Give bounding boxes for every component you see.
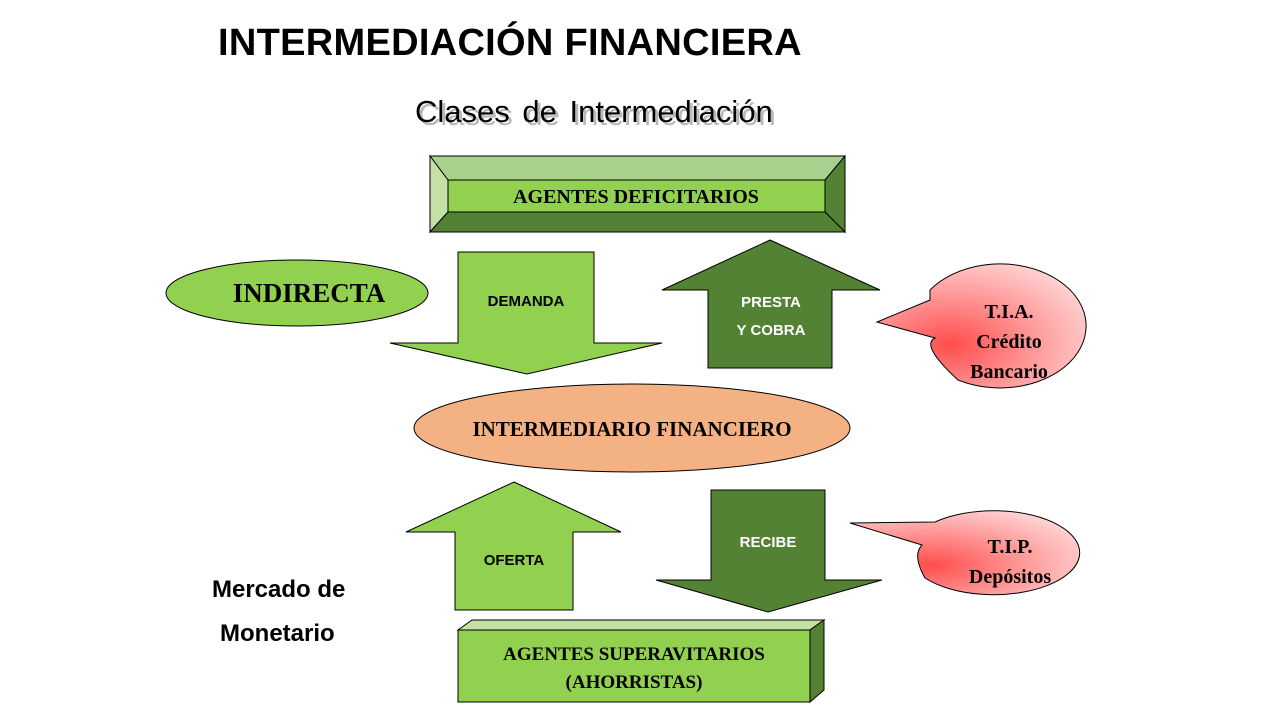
demanda-arrow: DEMANDA bbox=[389, 251, 663, 375]
presta-label: PRESTA bbox=[741, 294, 801, 311]
tia-callout: T.I.A. Crédito Bancario bbox=[875, 263, 1087, 389]
page-title: INTERMEDIACIÓN FINANCIERA bbox=[218, 22, 802, 64]
tip-label: T.I.P. bbox=[987, 536, 1032, 558]
agentes-deficitarios-box: AGENTES DEFICITARIOS bbox=[428, 154, 847, 234]
tip-callout: T.I.P. Depósitos bbox=[849, 510, 1081, 596]
depositos-label: Depósitos bbox=[969, 566, 1051, 588]
tia-label: T.I.A. bbox=[984, 301, 1033, 323]
demanda-label: DEMANDA bbox=[488, 293, 565, 310]
indirecta-ellipse: INDIRECTA bbox=[165, 259, 429, 327]
presta-cobra-arrow: PRESTA Y COBRA bbox=[661, 239, 881, 369]
cobra-label: Y COBRA bbox=[737, 322, 806, 339]
page-subtitle: Clases de Intermediación bbox=[415, 94, 773, 129]
agentes-superavitarios-box: AGENTES SUPERAVITARIOS (AHORRISTAS) bbox=[456, 619, 826, 704]
mercado-line1: Mercado de bbox=[212, 576, 346, 603]
indirecta-label: INDIRECTA bbox=[233, 278, 386, 308]
recibe-arrow: RECIBE bbox=[655, 489, 883, 613]
mercado-line2: Monetario bbox=[220, 620, 335, 647]
intermediario-ellipse: INTERMEDIARIO FINANCIERO bbox=[413, 383, 851, 473]
credito-label: Crédito bbox=[976, 331, 1042, 353]
ahorristas-label: (AHORRISTAS) bbox=[566, 672, 703, 693]
intermediario-label: INTERMEDIARIO FINANCIERO bbox=[472, 417, 791, 441]
oferta-label: OFERTA bbox=[484, 552, 545, 569]
agentes-superavitarios-label: AGENTES SUPERAVITARIOS bbox=[503, 644, 765, 665]
mercado-label: Mercado de Monetario bbox=[212, 568, 392, 656]
bancario-label: Bancario bbox=[970, 361, 1048, 383]
oferta-arrow: OFERTA bbox=[405, 481, 622, 611]
recibe-label: RECIBE bbox=[740, 534, 797, 551]
agentes-deficitarios-label: AGENTES DEFICITARIOS bbox=[513, 186, 759, 208]
